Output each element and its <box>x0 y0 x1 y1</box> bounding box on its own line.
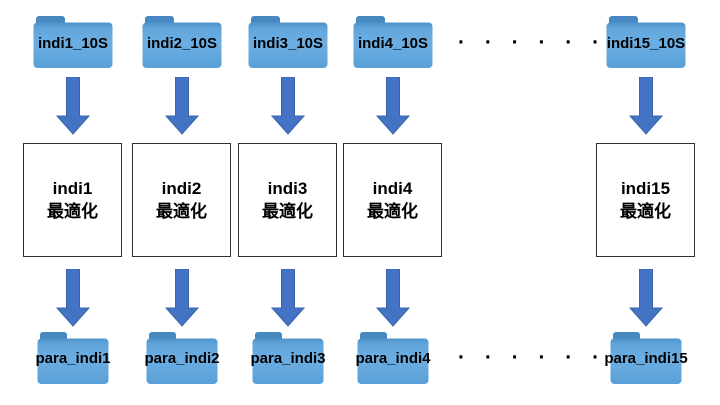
down-arrow-icon <box>21 269 125 327</box>
folder-icon <box>252 332 324 384</box>
optimization-box: indi15 最適化 <box>596 143 695 257</box>
input-folder-label: indi15_10S <box>606 35 686 52</box>
output-folder-icon <box>21 331 125 385</box>
down-arrow-icon <box>21 77 125 135</box>
input-folder-label: indi1_10S <box>37 35 109 52</box>
down-arrow-icon <box>236 77 340 135</box>
input-folder-icon <box>21 15 125 69</box>
output-folder-label: para_indi2 <box>144 350 220 367</box>
optimization-box: indi2 最適化 <box>132 143 231 257</box>
down-arrow-icon <box>130 269 234 327</box>
folder-icon <box>142 16 222 68</box>
input-folder-icon <box>236 15 340 69</box>
optimization-box: indi3 最適化 <box>238 143 337 257</box>
folder-icon <box>146 332 218 384</box>
folder-icon <box>353 16 433 68</box>
folder-icon <box>610 332 682 384</box>
optimization-box-action: 最適化 <box>367 202 418 221</box>
folder-icon <box>37 332 109 384</box>
optimization-box: indi1 最適化 <box>23 143 122 257</box>
input-folder-icon <box>594 15 698 69</box>
output-folder-label: para_indi15 <box>604 350 688 367</box>
output-folder-label: para_indi3 <box>250 350 326 367</box>
input-folder-icon <box>130 15 234 69</box>
optimization-box-action: 最適化 <box>47 202 98 221</box>
output-folder-icon <box>130 331 234 385</box>
flow-column-indi15: indi15_10S indi15 最適化 para_indi15 <box>594 0 698 405</box>
flow-column-indi3: indi3_10S indi3 最適化 para_indi3 <box>236 0 340 405</box>
optimization-box-name: indi2 <box>161 179 202 198</box>
input-folder-label: indi2_10S <box>146 35 218 52</box>
ellipsis-top: · · · · · · · <box>458 31 633 54</box>
folder-icon <box>33 16 113 68</box>
down-arrow-icon <box>236 269 340 327</box>
optimization-box-name: indi3 <box>267 179 308 198</box>
input-folder-label: indi4_10S <box>357 35 429 52</box>
optimization-box-action: 最適化 <box>262 202 313 221</box>
down-arrow-icon <box>130 77 234 135</box>
optimization-box-name: indi1 <box>52 179 93 198</box>
optimization-box-action: 最適化 <box>620 202 671 221</box>
folder-icon <box>606 16 686 68</box>
optimization-box-action: 最適化 <box>156 202 207 221</box>
flow-column-indi4: indi4_10S indi4 最適化 para_indi4 <box>341 0 445 405</box>
down-arrow-icon <box>341 77 445 135</box>
folder-icon <box>357 332 429 384</box>
output-folder-icon <box>594 331 698 385</box>
output-folder-icon <box>341 331 445 385</box>
output-folder-label: para_indi4 <box>355 350 431 367</box>
down-arrow-icon <box>341 269 445 327</box>
output-folder-icon <box>236 331 340 385</box>
output-folder-label: para_indi1 <box>35 350 111 367</box>
optimization-box: indi4 最適化 <box>343 143 442 257</box>
input-folder-icon <box>341 15 445 69</box>
flow-column-indi2: indi2_10S indi2 最適化 para_indi2 <box>130 0 234 405</box>
input-folder-label: indi3_10S <box>252 35 324 52</box>
down-arrow-icon <box>594 269 698 327</box>
ellipsis-bottom: · · · · · · · <box>458 346 633 369</box>
optimization-box-name: indi4 <box>372 179 413 198</box>
folder-icon <box>248 16 328 68</box>
optimization-box-name: indi15 <box>620 179 671 198</box>
down-arrow-icon <box>594 77 698 135</box>
flow-column-indi1: indi1_10S indi1 最適化 para_indi1 <box>21 0 125 405</box>
